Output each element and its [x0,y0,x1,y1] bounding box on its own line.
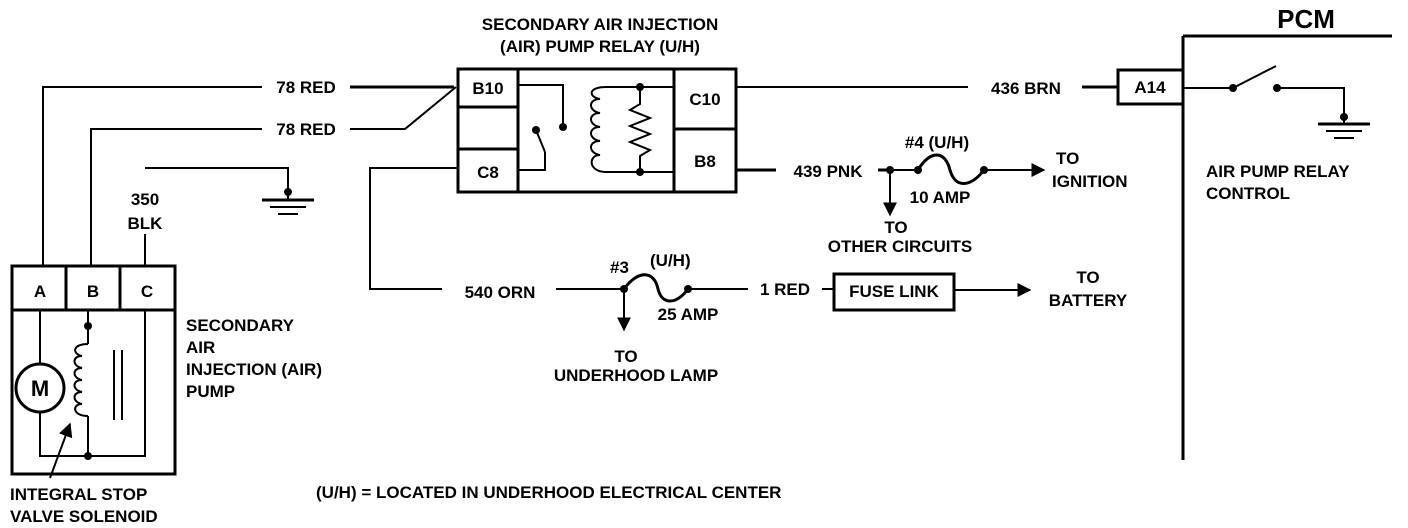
svg-text:SECONDARY AIR INJECTION: SECONDARY AIR INJECTION [482,15,718,34]
relay-switch-contact [518,84,567,171]
fuse-4-icon [916,153,986,185]
solenoid-label: INTEGRAL STOP VALVE SOLENOID [10,485,158,526]
solenoid-coil-icon [73,310,123,460]
fuse-link: FUSE LINK TO BATTERY [832,268,1128,312]
svg-text:SECONDARY: SECONDARY [186,316,295,335]
fuse-4: #4 (U/H) 10 AMP TO IGNITION TO OTHER CIR… [828,133,1128,256]
fuse-link-box [832,272,956,312]
relay-pin-c10-box [672,67,738,131]
wire-436-brn: 436 BRN [736,79,1118,98]
fuse-link-to-battery-2: BATTERY [1049,291,1128,310]
relay-pin-b8-label: B8 [694,152,716,171]
wire-439-pnk: 439 PNK [736,162,922,181]
svg-text:M: M [31,376,49,401]
svg-text:INJECTION (AIR): INJECTION (AIR) [186,360,322,379]
svg-text:VALVE SOLENOID: VALVE SOLENOID [10,507,158,526]
pcm-relay-control-label-2: CONTROL [1206,184,1290,203]
wire-78-red-b: 78 RED [90,86,457,266]
fuse-4-rating: 10 AMP [910,188,971,207]
relay-title: SECONDARY AIR INJECTION (AIR) PUMP RELAY… [482,15,718,56]
fuse-4-branch-label: TO [884,218,907,237]
pcm-relay-control-label: AIR PUMP RELAY [1206,162,1350,181]
svg-text:INTEGRAL STOP: INTEGRAL STOP [10,485,147,504]
pump-pin-b-label: B [87,282,99,301]
svg-text:78 RED: 78 RED [276,78,336,97]
svg-text:350: 350 [131,190,159,209]
ground-icon [262,192,314,215]
wire-1-red: 1 RED [688,280,834,299]
fuse-4-to-ignition: TO [1056,149,1079,168]
svg-text:436 BRN: 436 BRN [991,79,1061,98]
relay-pin-b8-box [672,127,738,194]
svg-text:BLK: BLK [128,214,164,233]
fuse-3-rating: 25 AMP [658,305,719,324]
wire-78-red-a: 78 RED [42,78,454,266]
fuse-link-label: FUSE LINK [849,282,939,301]
relay-pin-c8-label: C8 [477,163,499,182]
air-pump-label: SECONDARY AIR INJECTION (AIR) PUMP [186,316,322,401]
relay-pin-c10-label: C10 [689,90,720,109]
wire-350-blk: 350 BLK [128,167,292,266]
legend-note: (U/H) = LOCATED IN UNDERHOOD ELECTRICAL … [316,483,781,502]
relay-resistor-icon [627,87,653,172]
svg-text:PUMP: PUMP [186,382,235,401]
pcm-ground-icon [1318,117,1370,139]
pcm-pin-a14-label: A14 [1134,78,1166,97]
pcm-title: PCM [1277,4,1335,34]
fuse-link-to-battery: TO [1076,268,1099,287]
svg-text:540 ORN: 540 ORN [465,283,536,302]
pump-pin-c-box [118,264,177,312]
fuse-4-label: #4 (U/H) [905,133,969,152]
fuse-3-number: #3 [610,258,629,277]
pump-pin-a-label: A [34,282,46,301]
fuse-3-icon [622,273,690,303]
pump-pin-b-box [64,264,122,312]
relay-empty-cavity [456,105,520,151]
solenoid-pointer-arrow [49,422,73,479]
pcm-module: PCM A14 AIR PUMP RELAY CONTROL [1116,4,1392,460]
fuse-4-to-ignition-2: IGNITION [1052,172,1128,191]
svg-text:AIR: AIR [186,338,215,357]
fuse-3-location: (U/H) [650,251,691,270]
fuse-3-branch-label: TO [614,347,637,366]
wire-540-orn: 540 ORN [369,167,628,302]
fuse-3-branch-label-2: UNDERHOOD LAMP [554,366,718,385]
svg-text:439 PNK: 439 PNK [794,162,864,181]
svg-text:(AIR) PUMP RELAY (U/H): (AIR) PUMP RELAY (U/H) [500,37,700,56]
motor-icon: M [14,310,146,457]
air-pump-relay: B10 C8 C10 B8 [456,67,738,194]
pcm-pin-a14-box [1116,68,1185,106]
svg-text:78 RED: 78 RED [276,120,336,139]
relay-pin-c8-box [456,147,520,194]
fuse-3: #3 (U/H) 25 AMP TO UNDERHOOD LAMP [554,251,719,385]
pcm-switch-icon [1183,65,1348,121]
svg-text:1 RED: 1 RED [760,280,810,299]
air-pump: A B C M [10,264,177,479]
pump-pin-c-label: C [141,282,153,301]
fuse-4-branch-label-2: OTHER CIRCUITS [828,237,973,256]
relay-pin-b10-label: B10 [472,79,503,98]
